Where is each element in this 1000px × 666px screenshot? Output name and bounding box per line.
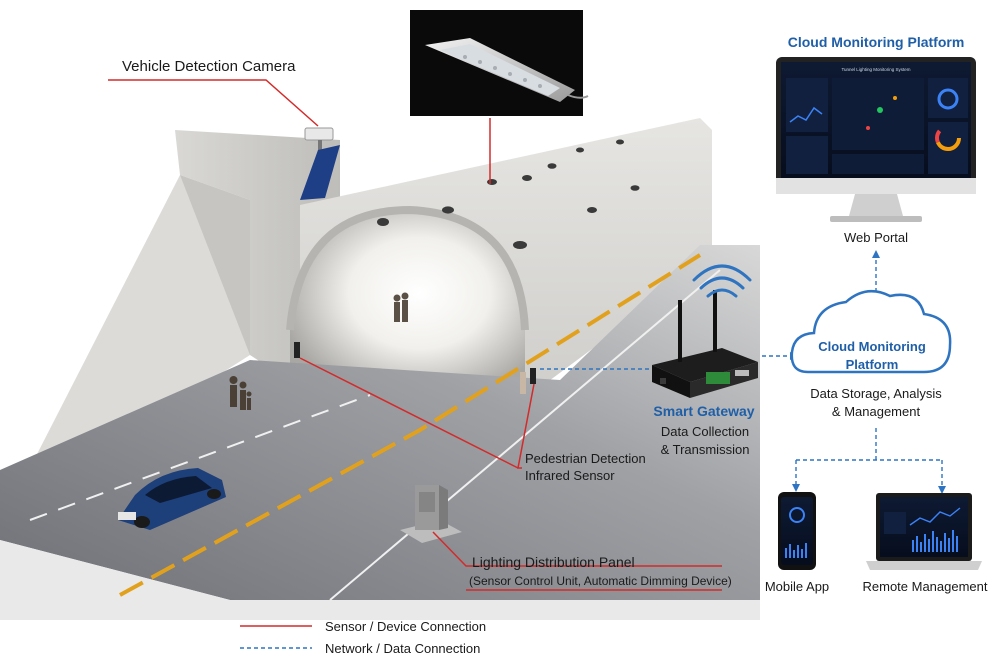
wing-wall <box>34 175 250 470</box>
label-cloud-platform-top: Cloud Monitoring Platform <box>787 34 965 50</box>
ir-sensor-icon <box>294 342 300 358</box>
pedestrian-line-1 <box>299 357 519 469</box>
pedestrians-inside <box>393 292 409 322</box>
legend <box>240 625 312 649</box>
label-remote-management: Remote Management <box>862 579 988 594</box>
monitor-icon <box>776 57 976 222</box>
label-gateway-desc-2: & Transmission <box>660 442 750 457</box>
screen-title: Tunnel Lighting Monitoring System <box>841 67 910 72</box>
network-connection-lines <box>540 255 943 487</box>
legend-sensor-label: Sensor / Device Connection <box>325 619 487 634</box>
pedestrian-line-2 <box>517 383 535 469</box>
road-center-line <box>119 253 702 597</box>
panel-line <box>432 531 722 567</box>
label-panel-detail: (Sensor Control Unit, Automatic Dimming … <box>469 574 732 588</box>
router-icon <box>652 290 758 398</box>
led-light-icon <box>410 10 589 116</box>
label-web-portal: Web Portal <box>843 230 909 245</box>
legend-network-label: Network / Data Connection <box>325 641 481 656</box>
ir-sensor-icon <box>530 368 536 384</box>
phone-icon <box>778 492 816 570</box>
camera-line <box>108 79 319 127</box>
label-cloud-node-2: Platform <box>845 357 899 372</box>
tunnel-light-row <box>377 139 640 249</box>
label-mobile-app: Mobile App <box>764 579 830 594</box>
label-gateway-desc-1: Data Collection <box>660 424 750 439</box>
label-cloud-desc-2: & Management <box>831 404 921 419</box>
sensor-connection-lines <box>108 79 722 591</box>
laptop-icon <box>866 493 982 570</box>
wifi-icon <box>692 264 752 298</box>
car <box>118 468 226 530</box>
label-cloud-node-1: Cloud Monitoring <box>818 339 926 354</box>
distribution-panel-icon <box>400 485 462 543</box>
solar-panel <box>300 145 340 200</box>
pedestrians-outside <box>229 376 252 410</box>
label-vehicle-camera: Vehicle Detection Camera <box>122 58 296 75</box>
label-cloud-desc-1: Data Storage, Analysis <box>810 386 942 401</box>
label-panel-title: Lighting Distribution Panel <box>472 554 635 570</box>
tunnel-scene <box>0 118 760 620</box>
cloud-icon <box>790 289 952 374</box>
label-pedestrian-sensor-2: Infrared Sensor <box>525 468 615 483</box>
label-pedestrian-sensor-1: Pedestrian Detection <box>525 451 646 466</box>
camera-icon <box>300 127 340 200</box>
label-gateway-title: Smart Gateway <box>653 403 755 419</box>
